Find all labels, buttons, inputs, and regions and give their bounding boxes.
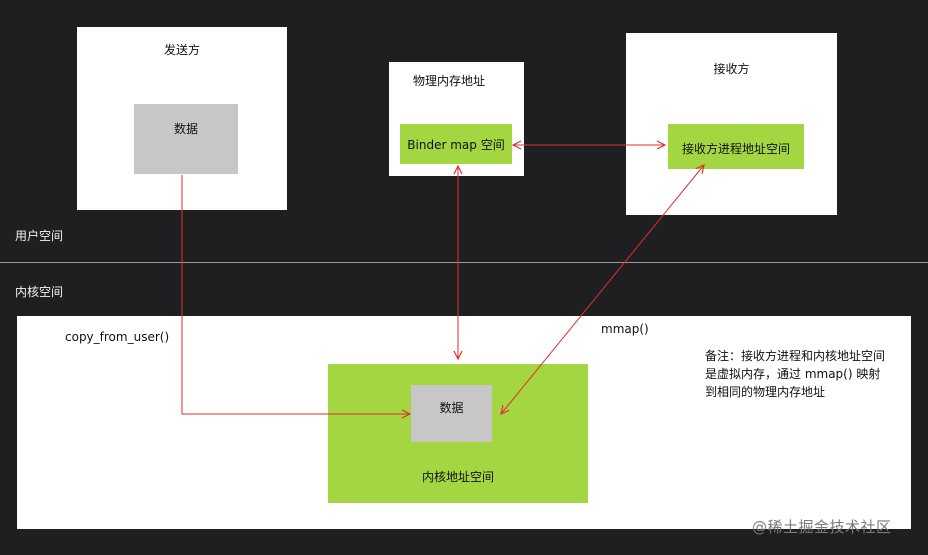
receiver-title: 接收方	[713, 62, 750, 76]
watermark-text: @稀土掘金技术社区	[752, 518, 892, 536]
note-line-2: 是虚拟内存，通过 mmap() 映射	[705, 367, 881, 381]
kernel-data-block: 数据	[411, 385, 492, 442]
binder-map-block: Binder map 空间	[400, 124, 512, 164]
sender-data-block: 数据	[134, 104, 238, 174]
note-line-3: 到相同的物理内存地址	[705, 385, 826, 399]
kernel-data-label: 数据	[439, 401, 464, 415]
kernel-address-space-label: 内核地址空间	[421, 470, 494, 484]
receiver-address-space-label: 接收方进程地址空间	[681, 142, 790, 156]
copy-from-user-label: copy_from_user()	[65, 330, 170, 344]
receiver-box: 接收方 接收方进程地址空间	[626, 33, 837, 215]
sender-box: 发送方 数据	[77, 27, 287, 210]
note-text: 备注：接收方进程和内核地址空间 是虚拟内存，通过 mmap() 映射 到相同的物…	[705, 347, 885, 401]
mmap-label: mmap()	[601, 322, 649, 336]
binder-map-label: Binder map 空间	[407, 138, 505, 152]
sender-title: 发送方	[163, 43, 200, 57]
kernel-address-space-block: 数据 内核地址空间	[328, 364, 588, 503]
sender-data-label: 数据	[173, 122, 198, 136]
note-line-1: 备注：接收方进程和内核地址空间	[705, 349, 886, 363]
physical-memory-title: 物理内存地址	[413, 74, 486, 88]
receiver-address-space-block: 接收方进程地址空间	[668, 124, 804, 169]
user-kernel-divider	[0, 262, 928, 263]
kernel-space-label: 内核空间	[15, 285, 64, 299]
user-space-label: 用户空间	[15, 229, 64, 243]
physical-memory-box: 物理内存地址 Binder map 空间	[389, 62, 524, 176]
